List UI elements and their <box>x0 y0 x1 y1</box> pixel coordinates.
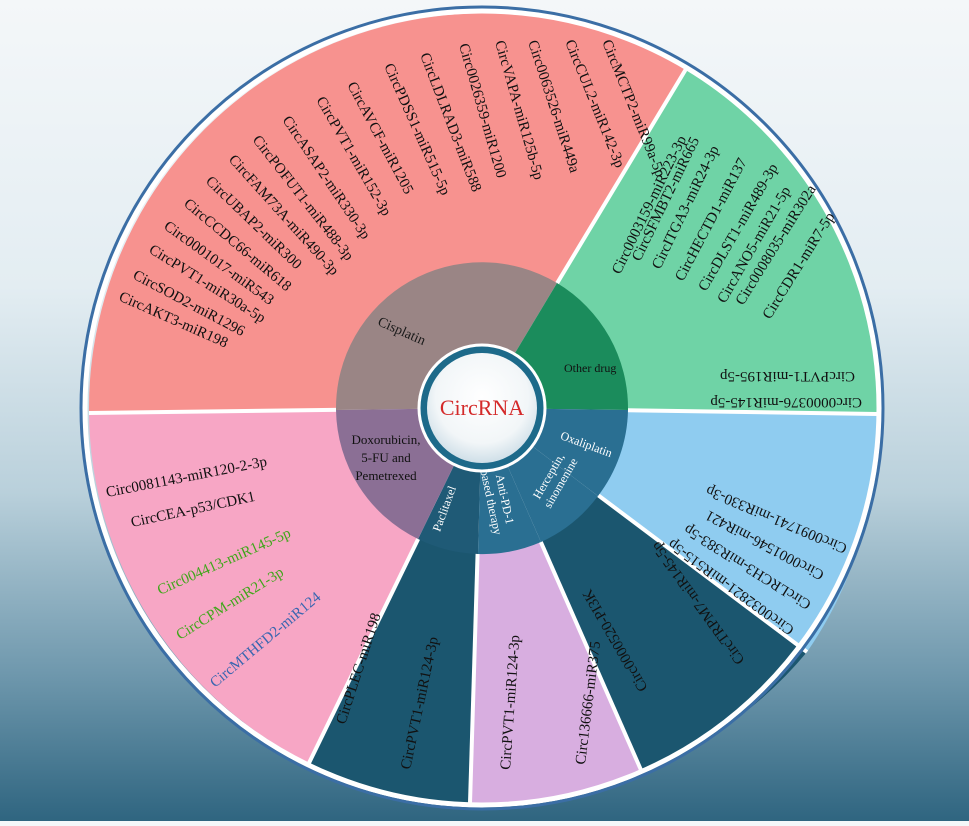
center-hub <box>427 353 537 463</box>
category-doxorubicin-line1: Doxorubicin, <box>352 432 421 447</box>
list-item: CircPVT1-miR195-5p <box>720 368 855 384</box>
outer-rim <box>82 8 882 808</box>
category-doxorubicin: Doxorubicin, 5-FU and Pemetrexed <box>352 432 421 483</box>
category-other-drug: Other drug <box>564 361 616 375</box>
category-doxorubicin-line3: Pemetrexed <box>355 468 417 483</box>
list-item: Circ0000376-miR145-5p <box>710 394 862 410</box>
outer-rim-blue <box>79 5 885 811</box>
category-doxorubicin-line2: 5-FU and <box>361 450 411 465</box>
center-label: CircRNA <box>440 395 524 420</box>
